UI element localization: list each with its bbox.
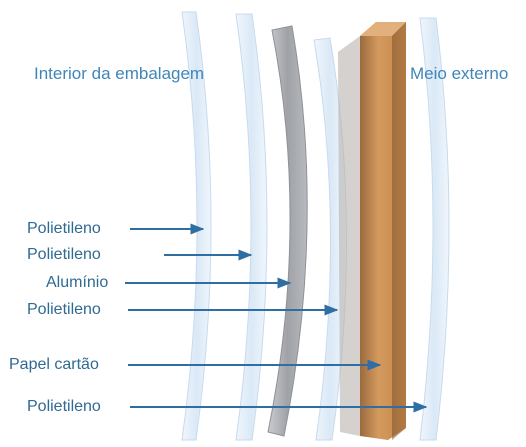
outside-side-label: Meio externo bbox=[410, 64, 509, 83]
layer-label-2: Polietileno bbox=[27, 246, 101, 263]
polyethylene-sheet-4 bbox=[419, 17, 450, 441]
layer-label-4: Polietileno bbox=[27, 301, 101, 318]
cardboard-side bbox=[338, 36, 360, 436]
layer-label-3: Alumínio bbox=[46, 274, 109, 291]
layer-label-5: Papel cartão bbox=[9, 356, 99, 373]
polyethylene-sheet-2 bbox=[235, 13, 268, 441]
cardboard-front-edge bbox=[392, 22, 406, 440]
cardboard-top-edge bbox=[360, 22, 406, 36]
aluminum-sheet bbox=[267, 25, 308, 437]
layer-label-6: Polietileno bbox=[27, 398, 101, 415]
inside-side-label: Interior da embalagem bbox=[34, 64, 205, 83]
polyethylene-sheet-1 bbox=[181, 11, 212, 441]
layer-label-1: Polietileno bbox=[27, 220, 101, 237]
